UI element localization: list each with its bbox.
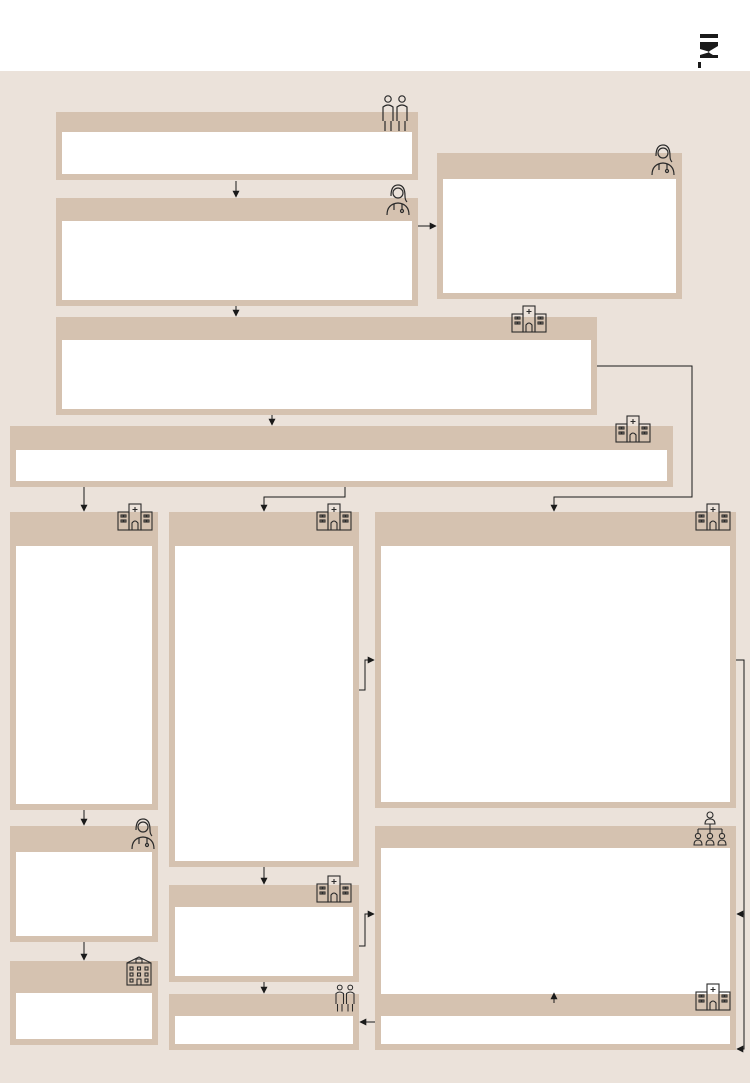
building-icon — [126, 956, 152, 986]
box-10 — [375, 826, 736, 1003]
box-1 — [56, 112, 418, 180]
hospital-icon — [511, 305, 547, 333]
box-8 — [375, 512, 736, 808]
box-13 — [169, 994, 359, 1050]
doctor-icon — [131, 818, 155, 850]
hospital-icon — [316, 503, 352, 531]
box-2-text — [62, 221, 412, 233]
box-2 — [56, 198, 418, 306]
box-12-text — [16, 993, 152, 1005]
brand-logo — [698, 34, 718, 68]
box-14-text — [381, 1016, 730, 1028]
box-7-text — [175, 546, 353, 558]
box-6 — [10, 512, 158, 810]
box-4-text — [62, 340, 591, 352]
couple-icon — [382, 95, 408, 131]
box-4 — [56, 317, 597, 415]
team-icon — [693, 811, 727, 846]
box-7 — [169, 512, 359, 867]
box-9 — [10, 826, 158, 942]
doctor-icon — [651, 144, 675, 176]
hospital-icon — [117, 503, 153, 531]
hospital-icon — [695, 983, 731, 1011]
box-5 — [10, 426, 673, 487]
box-3 — [437, 153, 682, 299]
hospital-icon — [316, 875, 352, 903]
box-3-text — [443, 179, 676, 191]
box-11 — [169, 885, 359, 982]
box-6-text — [16, 546, 152, 558]
hospital-icon — [695, 503, 731, 531]
hospital-icon — [615, 415, 651, 443]
box-5-text — [16, 450, 667, 462]
couple-icon — [335, 984, 355, 1012]
box-9-text — [16, 852, 152, 864]
box-10-text — [381, 848, 730, 860]
box-11-text — [175, 907, 353, 919]
box-14 — [375, 994, 736, 1050]
box-13-text — [175, 1016, 353, 1028]
box-8-text — [381, 546, 730, 558]
doctor-icon — [386, 184, 410, 216]
box-1-text — [62, 132, 412, 144]
